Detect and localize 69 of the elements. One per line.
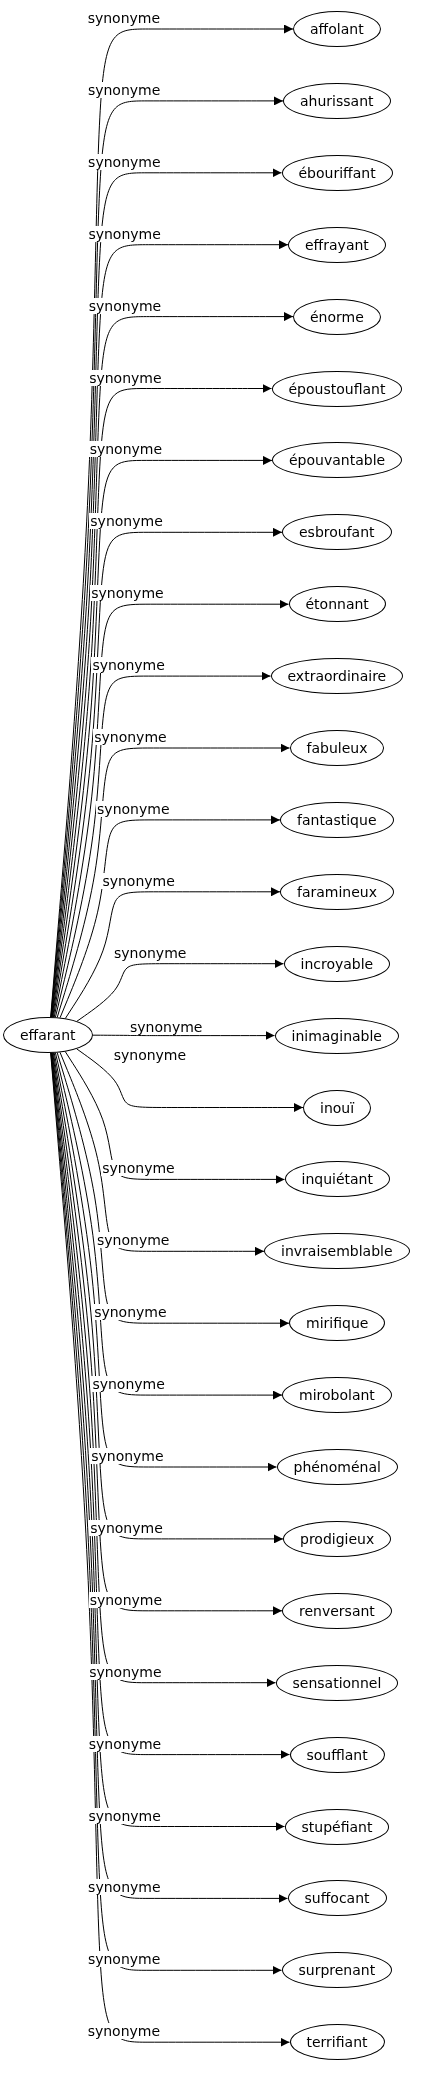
word-ellipse: énorme <box>293 298 381 335</box>
edge-label: synonyme <box>91 1376 166 1393</box>
word-ellipse: ahurissant <box>283 82 391 119</box>
arrow <box>54 1052 283 1400</box>
edge-label: synonyme <box>87 1735 163 1752</box>
edge-label: synonyme <box>87 1807 162 1824</box>
word-ellipse: incroyable <box>283 945 391 982</box>
word-ellipse: étonnant <box>288 586 386 623</box>
word-ellipse: inouï <box>303 1089 372 1126</box>
edge-label: synonyme <box>93 1304 168 1321</box>
edge-label: synonyme <box>86 81 162 98</box>
word-ellipse: effrayant <box>288 226 386 263</box>
word-ellipse: renversant <box>282 1592 392 1629</box>
arrow <box>56 743 290 1018</box>
edge-label: synonyme <box>88 441 164 458</box>
word-ellipse: invraisemblable <box>264 1233 410 1270</box>
word-ellipse: stupéfiant <box>284 1808 390 1845</box>
word-ellipse: faramineux <box>280 873 394 910</box>
arrow <box>92 1031 275 1041</box>
edge-label: synonyme <box>91 657 166 674</box>
word-ellipse: fantastique <box>280 801 394 838</box>
edge-label: synonyme <box>101 1160 176 1177</box>
edge-label: synonyme <box>87 153 162 170</box>
word-ellipse: mirobolant <box>282 1377 392 1414</box>
word-ellipse: terrifiant <box>289 2024 385 2061</box>
arrow <box>59 1051 265 1256</box>
word-ellipse: affolant <box>293 11 381 47</box>
source-ellipse: effarant <box>3 1017 93 1053</box>
edge-label: synonyme <box>86 1951 162 1968</box>
word-ellipse: esbroufant <box>282 514 392 551</box>
arrow <box>52 527 283 1018</box>
word-ellipse: extraordinaire <box>270 658 404 695</box>
edge-label: synonyme <box>87 225 162 242</box>
arrow <box>64 887 281 1019</box>
arrow <box>76 1048 304 1112</box>
edge-label: synonyme <box>93 729 168 745</box>
edge-label: synonyme <box>87 1879 162 1896</box>
word-ellipse: phénoménal <box>276 1449 398 1485</box>
word-ellipse: inimaginable <box>274 1017 399 1054</box>
word-ellipse: ébouriffant <box>281 154 393 191</box>
edge-label: synonyme <box>86 2023 162 2040</box>
arrow <box>59 815 281 1019</box>
arrow <box>64 1051 285 1184</box>
word-ellipse: inquiétant <box>284 1161 390 1198</box>
word-ellipse: mirifique <box>289 1305 386 1342</box>
word-ellipse: surprenant <box>281 1952 393 1989</box>
edge-label: synonyme <box>101 872 176 889</box>
word-ellipse: sensationnel <box>275 1664 399 1701</box>
word-ellipse: fabuleux <box>289 730 385 766</box>
arrow <box>53 599 289 1018</box>
edge-label: synonyme <box>90 585 165 602</box>
arrow <box>56 1052 290 1328</box>
word-ellipse: suffocant <box>287 1880 387 1917</box>
edge-label: synonyme <box>96 1232 171 1249</box>
edge-label: synonyme <box>88 1591 164 1608</box>
edge-label: synonyme <box>87 297 163 314</box>
edge-label: synonyme <box>90 1448 165 1464</box>
arrow <box>54 671 271 1018</box>
edge-label: synonyme <box>88 1663 163 1680</box>
arrow <box>76 959 284 1022</box>
edge-label: synonyme <box>96 800 171 817</box>
word-ellipse: épouvantable <box>272 442 403 479</box>
word-ellipse: soufflant <box>289 1736 385 1773</box>
edge-label: synonyme <box>89 513 164 530</box>
word-ellipse: époustouflant <box>271 370 403 407</box>
arrow <box>53 1052 277 1472</box>
edge-label: synonyme <box>88 369 163 386</box>
edge-label: synonyme <box>89 1519 164 1536</box>
word-ellipse: prodigieux <box>283 1520 392 1557</box>
